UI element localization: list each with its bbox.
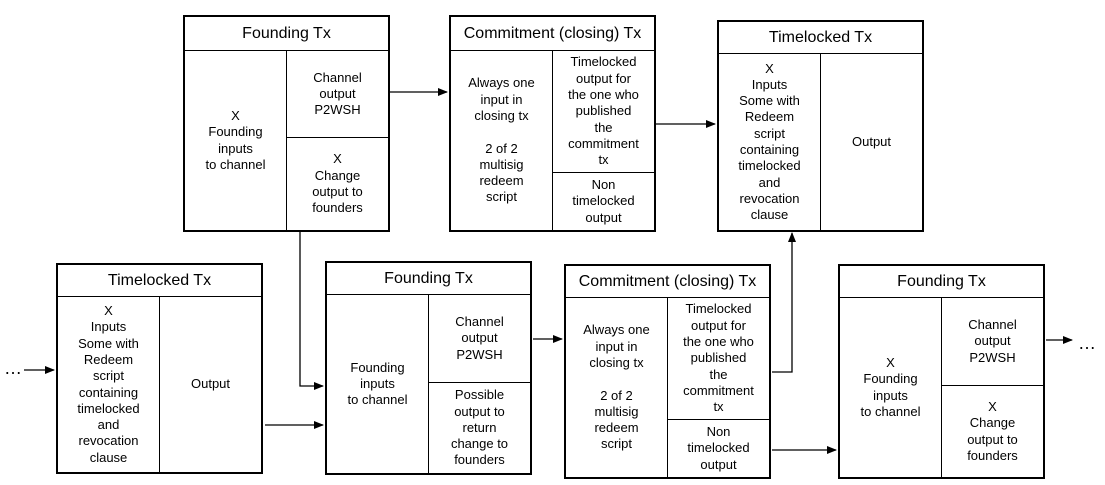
output-cell: Output	[851, 133, 892, 149]
timelocked-output-cell: Timelocked output for the one who publis…	[568, 54, 639, 168]
ellipsis-left: …	[4, 358, 22, 378]
timelocked-output-cell: Timelocked output for the one who publis…	[683, 301, 754, 415]
divider	[286, 137, 388, 138]
founding-tx-right-title: Founding Tx	[840, 266, 1043, 298]
founding-inputs-cell: X Founding inputs to channel	[860, 354, 921, 419]
divider	[552, 51, 553, 230]
founding-tx-mid-title: Founding Tx	[327, 263, 530, 295]
closing-input-cell: Always one input in closing tx 2 of 2 mu…	[468, 75, 535, 205]
channel-output-cell: Channel output P2WSH	[313, 69, 362, 118]
commitment-tx-top-box: Commitment (closing) Tx Always one input…	[449, 15, 656, 232]
timelocked-inputs-cell: X Inputs Some with Redeem script contain…	[77, 303, 140, 465]
change-output-cell: X Change output to founders	[967, 398, 1018, 463]
channel-output-cell: Channel output P2WSH	[455, 314, 504, 362]
timelocked-tx-top-box: Timelocked Tx X Inputs Some with Redeem …	[717, 20, 924, 232]
divider	[667, 419, 769, 420]
divider	[820, 54, 821, 230]
timelocked-tx-bottom-title: Timelocked Tx	[58, 265, 261, 297]
founding-tx-mid-box: Founding Tx Founding inputs to channel C…	[325, 261, 532, 475]
non-timelocked-output-cell: Non timelocked output	[572, 177, 635, 225]
founding-inputs-cell: Founding inputs to channel	[347, 359, 408, 408]
founding-tx-top-title: Founding Tx	[185, 17, 388, 51]
divider	[552, 172, 654, 173]
divider	[941, 298, 942, 477]
arrow-commitment-bottom-to-timelocked-top	[772, 232, 796, 373]
timelocked-tx-bottom-box: Timelocked Tx X Inputs Some with Redeem …	[56, 263, 263, 474]
timelocked-tx-top-title: Timelocked Tx	[719, 22, 922, 54]
founding-tx-right-box: Founding Tx X Founding inputs to channel…	[838, 264, 1045, 479]
divider	[286, 51, 287, 230]
ellipsis-right: …	[1078, 333, 1096, 353]
timelocked-inputs-cell: X Inputs Some with Redeem script contain…	[738, 60, 801, 223]
founding-tx-top-box: Founding Tx X Founding inputs to channel…	[183, 15, 390, 232]
commitment-tx-top-title: Commitment (closing) Tx	[451, 17, 654, 51]
commitment-tx-bottom-box: Commitment (closing) Tx Always one input…	[564, 264, 771, 479]
change-output-cell: Possible output to return change to foun…	[450, 387, 509, 468]
commitment-tx-bottom-title: Commitment (closing) Tx	[566, 266, 769, 298]
channel-output-cell: Channel output P2WSH	[968, 317, 1017, 365]
divider	[667, 298, 668, 477]
divider	[428, 382, 530, 383]
divider	[941, 385, 1043, 386]
output-cell: Output	[190, 376, 231, 392]
founding-inputs-cell: X Founding inputs to channel	[205, 107, 266, 172]
divider	[428, 295, 429, 473]
divider	[159, 297, 160, 472]
closing-input-cell: Always one input in closing tx 2 of 2 mu…	[583, 322, 650, 452]
arrow-founding-top-to-founding-mid	[299, 232, 324, 390]
change-output-cell: X Change output to founders	[312, 151, 363, 216]
non-timelocked-output-cell: Non timelocked output	[687, 424, 750, 472]
